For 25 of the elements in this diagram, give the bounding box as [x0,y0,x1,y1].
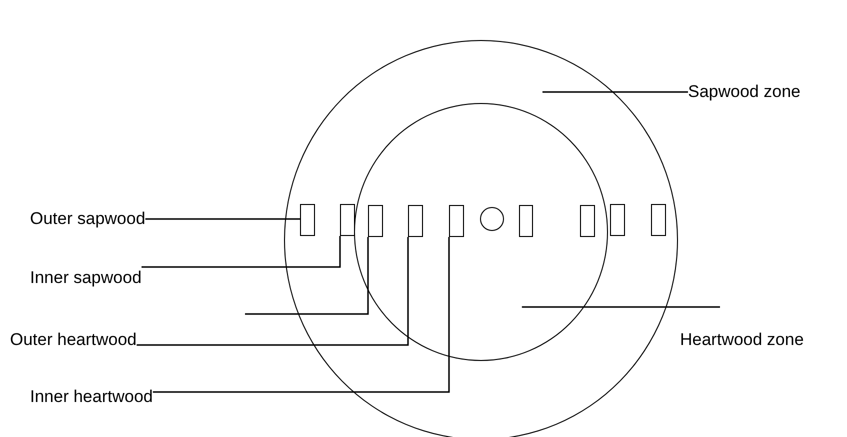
sample-rectangle [449,205,464,237]
leader-line [142,236,341,268]
leader-line [152,237,450,393]
part-label: Heartwood zone [680,307,804,350]
leader-line [542,91,688,93]
heartwood-circle [354,103,608,361]
sample-rectangle [300,204,315,236]
sample-rectangle [408,205,423,237]
sample-rectangle [580,205,595,237]
trunk-circle [284,40,678,437]
part-label: Outer sapwood [30,209,146,229]
sample-rectangle [651,204,666,236]
leader-line [245,237,369,315]
part-label: Sapwood zone [688,82,800,102]
sample-rectangle [519,205,533,237]
leader-line [522,306,720,308]
part-label: Outer heartwood [10,330,137,350]
leader-line [145,218,300,220]
sample-rectangle [368,205,383,237]
pith-circle [480,207,504,231]
sample-rectangle [340,204,355,236]
part-label: Inner sapwood [30,268,142,288]
sample-rectangle [610,204,625,236]
leader-line [136,237,409,346]
part-label: Inner heartwood [30,387,153,407]
